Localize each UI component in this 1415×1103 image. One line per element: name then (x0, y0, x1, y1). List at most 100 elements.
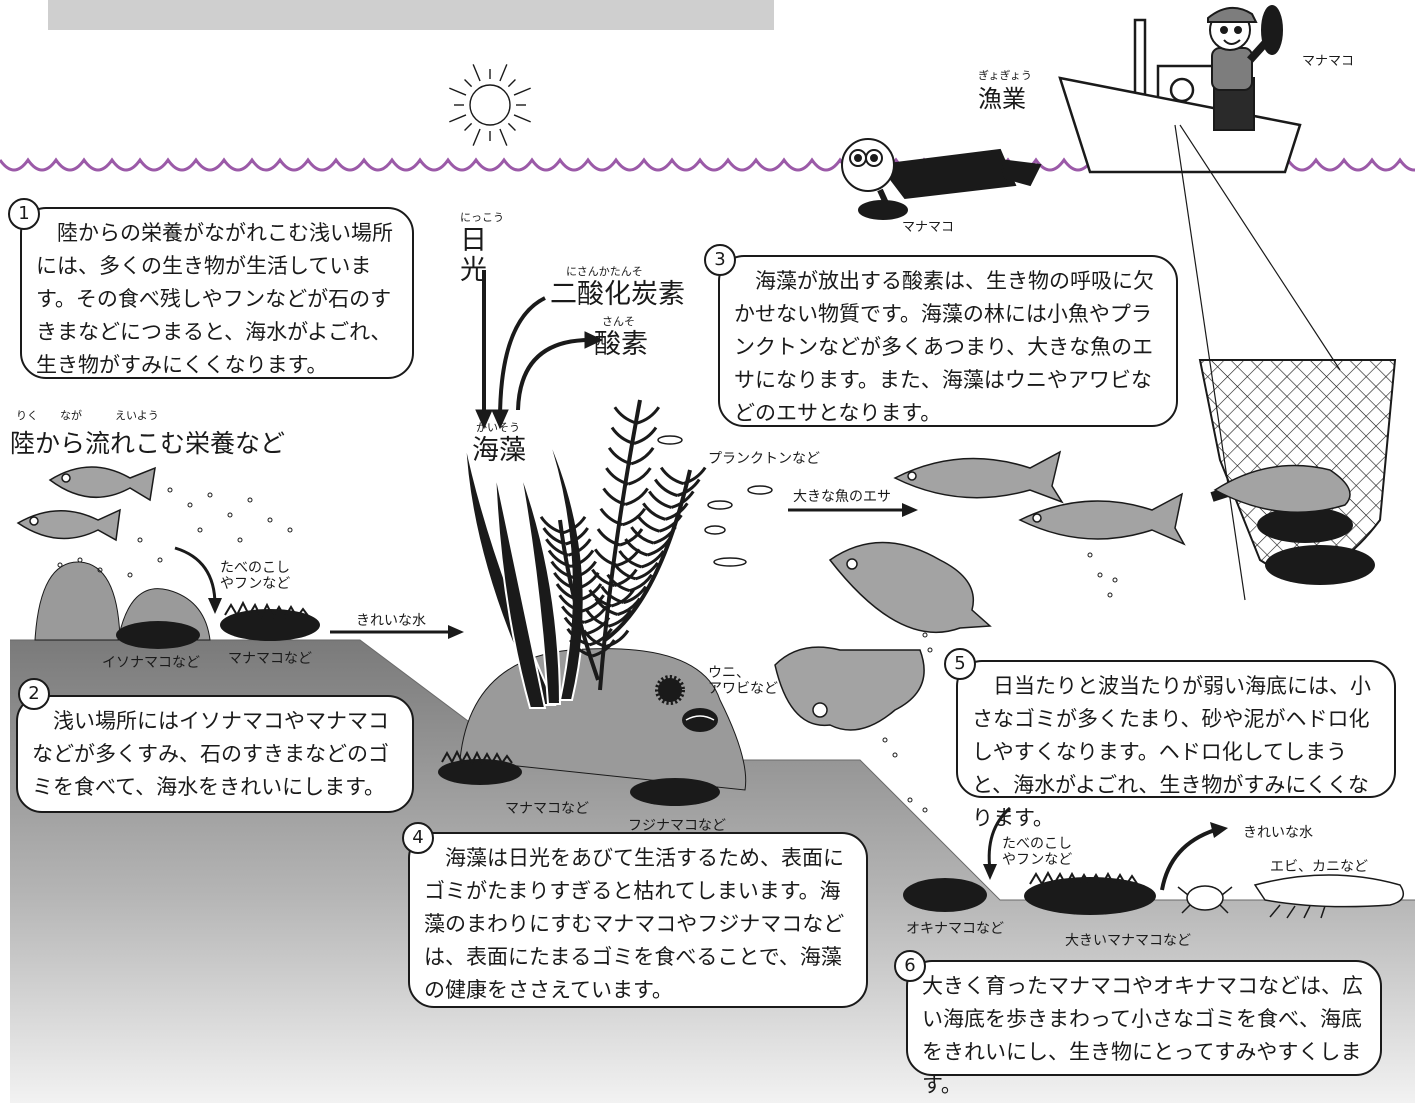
sargassum-leaf (550, 560, 575, 580)
clean-water-label-2: きれいな水 (1243, 825, 1313, 841)
particle (927, 647, 933, 653)
iso-namako-label: イソナマコなど (102, 655, 200, 671)
particle (907, 797, 913, 803)
section-1-number: 1 (8, 198, 40, 230)
fishery-text: 漁業 (978, 85, 1026, 113)
sargassum-leaf (664, 502, 689, 521)
ma-namako-label-2: マナマコなど (505, 801, 589, 817)
big-ma-namako (1024, 877, 1156, 915)
sargassum-leaf (591, 639, 616, 658)
sun-ray (464, 122, 473, 131)
sargassum-leaf (599, 507, 624, 527)
sargassum-leaf (618, 550, 642, 569)
section-3-number: 3 (704, 244, 736, 276)
sun-icon (449, 64, 531, 146)
sargassum-leaf (676, 478, 701, 497)
sun-ray (507, 122, 516, 131)
particle (157, 557, 163, 563)
boat-catch-label: マナマコ (1302, 54, 1355, 69)
sunlight-ruby: にっこう (460, 211, 504, 224)
sunlight-text: 日光 (460, 225, 487, 286)
particle (187, 502, 193, 508)
sargassum-leaf (600, 585, 625, 605)
sargassum-leaf (607, 446, 632, 466)
sargassum-leaf (619, 528, 644, 547)
section-3-box: 海藻が放出する酸素は、生き物の呼吸に欠かせない物質です。海藻の林には小魚やプラン… (718, 255, 1178, 427)
particle (1112, 577, 1118, 583)
ma-namako-shallow (220, 609, 320, 641)
sun-ray (464, 79, 473, 88)
seaweed-text: 海藻 (472, 435, 526, 466)
shrimp (1253, 874, 1405, 919)
oxygen-ruby: さんそ (602, 315, 635, 328)
fishing-net (1174, 124, 1397, 601)
ma-namako-shallow-spines (224, 600, 310, 620)
shallow-fish (16, 466, 156, 542)
sargassum-leaf (641, 550, 665, 569)
sargassum-leaf (622, 507, 647, 527)
sargassum-leaf (654, 478, 678, 497)
sargassum-leaf (567, 538, 592, 557)
sargassum-leaf (642, 502, 666, 521)
particle (1087, 552, 1093, 558)
sargassum-leaf (539, 515, 564, 535)
sun-ray (472, 128, 481, 146)
sargassum-leaf (558, 594, 583, 613)
big-fish-food-label: 大きな魚のエサ (793, 489, 891, 505)
nutrients-ruby: りく なが えいよう (16, 409, 159, 422)
particle (137, 537, 143, 543)
leftovers-arrowhead-shallow (208, 598, 222, 614)
leftovers-arrowhead-deep (983, 864, 997, 880)
co2-ruby: にさんかたんそ (566, 265, 643, 278)
particle (287, 527, 293, 533)
diver (841, 138, 1042, 220)
particle (197, 527, 203, 533)
fishery-ruby: ぎょぎょう (978, 69, 1032, 82)
sargassum-leaf (573, 560, 597, 580)
section-4-box: 海藻は日光をあびて生活するため、表面にゴミがたまりすぎると枯れてしまいます。海藻… (408, 832, 868, 1008)
sargassum-leaf (602, 487, 627, 506)
sun-ray (449, 114, 467, 123)
sargassum-leaf (606, 573, 631, 593)
sargassum-leaf (562, 515, 587, 535)
sargassum-leaf (653, 526, 677, 545)
particle (892, 752, 898, 758)
leftovers-label-2: たべのこし やフンなど (1002, 836, 1073, 868)
open-water-fish (774, 450, 1351, 731)
iso-namako (116, 621, 200, 649)
sun-ray (449, 87, 467, 96)
big-ma-namako-spines (1029, 870, 1139, 888)
sea-urchin (655, 675, 685, 705)
sargassum-leaf (648, 490, 672, 509)
fuji-namako-label: フジナマコなど (628, 818, 726, 834)
clean-water-arrowhead-shallow (448, 625, 464, 639)
diver-catch-label: マナマコ (902, 220, 955, 235)
header-bar (48, 0, 774, 30)
section-6-number: 6 (894, 950, 926, 982)
sargassum-leaf (610, 426, 635, 445)
shrimp-crab-label: エビ、カニなど (1270, 859, 1368, 875)
sargassum-leaf (578, 583, 603, 602)
sargassum-leaf (636, 406, 661, 425)
sargassum-leaf (581, 594, 605, 613)
sargassum-leaf (589, 627, 613, 647)
sun-ray (499, 128, 508, 146)
seaweed-sargassum (539, 399, 707, 691)
section-6-box: 大きく育ったマナマコやオキナマコなどは、広い海底を歩きまわって小さなゴミを食べ、… (906, 960, 1382, 1097)
particle (127, 572, 133, 578)
big-fish-food-arrowhead (902, 503, 918, 517)
sargassum-leaf (624, 538, 648, 557)
sargassum-leaf (627, 467, 652, 486)
sargassum-leaf (636, 514, 660, 533)
ma-namako-label-1: マナマコなど (228, 651, 312, 667)
gas-exchange-arrows (475, 270, 604, 430)
sargassum-leaf (561, 605, 585, 624)
sargassum-leaf (545, 538, 569, 557)
sargassum-leaf (670, 490, 695, 509)
sargassum-leaf (635, 561, 659, 581)
particle (267, 517, 273, 523)
section-5-number: 5 (944, 648, 976, 680)
sargassum-leaf (659, 466, 684, 486)
leftovers-label-1: たべのこし やフンなど (220, 560, 291, 592)
section-4-text: 海藻は日光をあびて生活するため、表面にゴミがたまりすぎると枯れてしまいます。海藻… (424, 846, 845, 1002)
